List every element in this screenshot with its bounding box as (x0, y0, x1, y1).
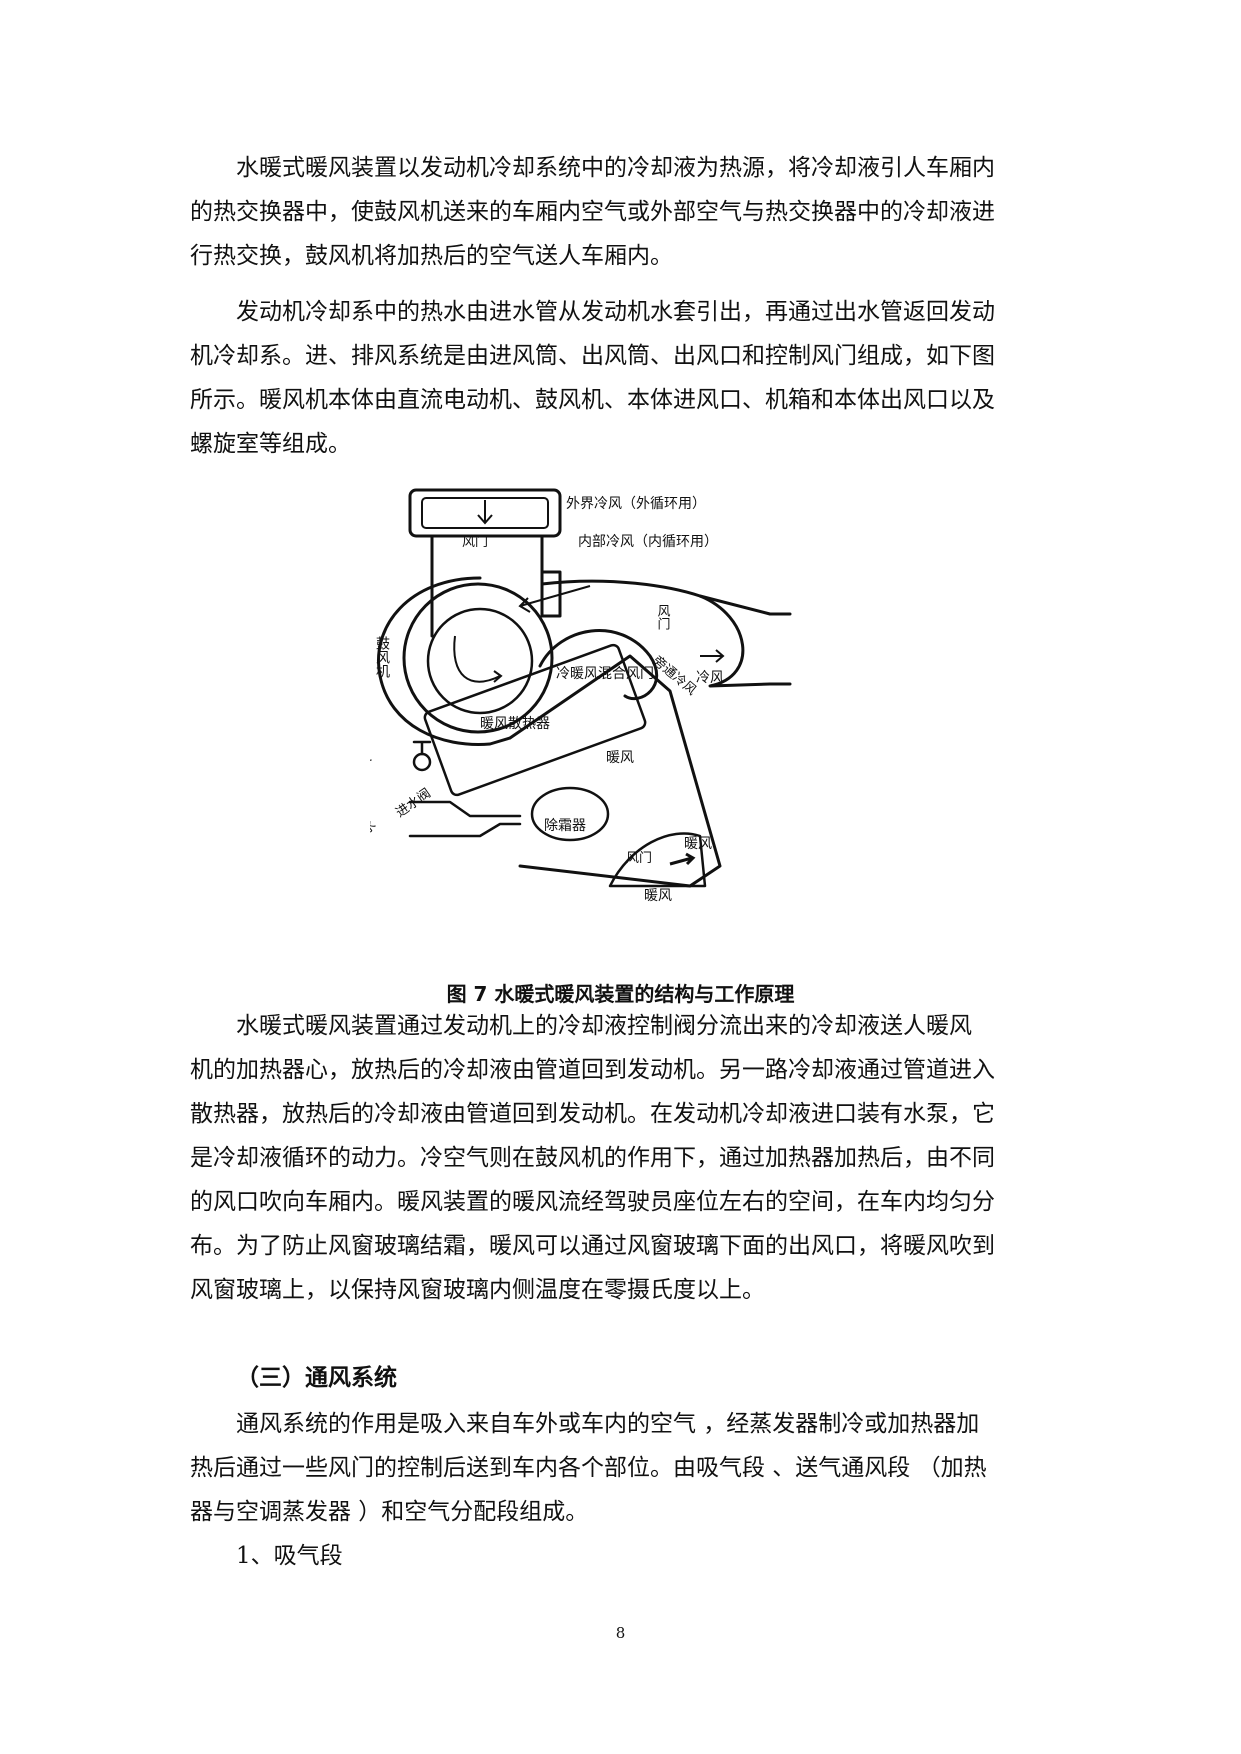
label-inlet-valve: 进水阀 (393, 786, 434, 821)
text-line: 螺旋室等组成。 (190, 431, 351, 457)
heater-frame-outer (508, 654, 722, 888)
arrow-down-icon (477, 500, 493, 525)
text-line: 是冷却液循环的动力。冷空气则在鼓风机的作用下，通过加热器加热后，由不同 (190, 1145, 995, 1171)
valve-stem (412, 740, 432, 756)
text-line: 的热交换器中，使鼓风机送来的车厢内空气或外部空气与热交换器中的冷却液进 (190, 199, 995, 225)
text-line: 水暖式暖风装置以发动机冷却系统中的冷却液为热源，将冷却液引人车厢内 (236, 155, 995, 181)
paragraph-4: 通风系统的作用是吸入来自车外或车内的空气 ，经蒸发器制冷或加热器加 热后通过一些… (190, 1402, 1056, 1534)
heater-diagram: 外界冷风（外循环用） 风门 内部冷风（内循环用） 鼓风机 风门 冷风 冷暖风混合… (370, 488, 792, 904)
text-line: 器与空调蒸发器 ）和空气分配段组成。 (190, 1499, 589, 1525)
label-inner-cold: 内部冷风（内循环用） (578, 534, 718, 550)
arrow-curve-icon (453, 635, 503, 683)
label-warm-air-bottom: 暖风 (644, 888, 672, 904)
label-cold-air: 冷风 (696, 670, 724, 686)
water-pipe (408, 800, 522, 838)
volute-upper (540, 579, 772, 616)
paragraph-1: 水暖式暖风装置以发动机冷却系统中的冷却液为热源，将冷却液引人车厢内 的热交换器中… (190, 146, 1056, 278)
text-line: 散热器，放热后的冷却液由管道回到发动机。在发动机冷却液进口装有水泵，它 (190, 1101, 995, 1127)
label-water-out: 出水 (370, 818, 379, 846)
paragraph-5: 1、吸气段 (190, 1534, 1056, 1578)
intake-box (408, 488, 562, 538)
arrow-warm-icon (669, 852, 696, 866)
label-blower: 鼓风机 (374, 636, 390, 679)
blower-hub (426, 607, 534, 715)
label-water-in: 进水 (370, 752, 375, 780)
inlet-valve (412, 752, 432, 772)
paragraph-3: 水暖式暖风装置通过发动机上的冷却液控制阀分流出来的冷却液送人暖风 机的加热器心，… (190, 1004, 1056, 1312)
label-mix-damper: 冷暖风混合风门 (556, 666, 654, 682)
text-line: 通风系统的作用是吸入来自车外或车内的空气 ，经蒸发器制冷或加热器加 (236, 1411, 980, 1437)
text-line: 机的加热器心，放热后的冷却液由管道回到发动机。另一路冷却液通过管道进入 (190, 1057, 995, 1083)
blower-wheel (402, 582, 554, 734)
defroster (530, 786, 610, 842)
heater-core (423, 643, 647, 797)
volute-lower (698, 594, 772, 688)
intake-box-inner (421, 497, 549, 529)
label-outer-cold: 外界冷风（外循环用） (566, 496, 706, 512)
text-line: 水暖式暖风装置通过发动机上的冷却液控制阀分流出来的冷却液送人暖风 (236, 1013, 972, 1039)
section-heading: （三）通风系统 (236, 1365, 397, 1391)
text-line: 行热交换，鼓风机将加热后的空气送人车厢内。 (190, 243, 673, 269)
paragraph-2: 发动机冷却系中的热水由进水管从发动机水套引出，再通过出水管返回发动 机冷却系。进… (190, 290, 1056, 466)
label-warm-air-mid: 暖风 (606, 750, 634, 766)
label-heater-core: 暖风散热器 (480, 716, 550, 732)
cold-outlet-duct (768, 612, 792, 686)
blower-housing (377, 576, 512, 746)
arrow-right-icon (700, 649, 725, 663)
text-line: 热后通过一些风门的控制后送到车内各个部位。由吸气段 、送气通风段 （加热 (190, 1455, 987, 1481)
label-warm-air-right: 暖风 (684, 836, 712, 852)
label-damper-bottom: 风门 (626, 851, 652, 866)
label-defroster: 除霜器 (544, 818, 586, 834)
text-line: 的风口吹向车厢内。暖风装置的暖风流经驾驶员座位左右的空间，在车内均匀分 (190, 1189, 995, 1215)
figure-caption: 图 7 水暖式暖风装置的结构与工作原理 (446, 982, 795, 1006)
text-line: 布。为了防止风窗玻璃结霜，暖风可以通过风窗玻璃下面的出风口，将暖风吹到 (190, 1233, 995, 1259)
volute-scroll (538, 629, 659, 701)
page-number: 8 (615, 1624, 626, 1642)
text-line: 风窗玻璃上，以保持风窗玻璃内侧温度在零摄氏度以上。 (190, 1277, 765, 1303)
text-line: 1、吸气段 (236, 1543, 343, 1569)
text-line: 发动机冷却系中的热水由进水管从发动机水套引出，再通过出水管返回发动 (236, 299, 995, 325)
text-line: 所示。暖风机本体由直流电动机、鼓风机、本体进风口、机箱和本体出风口以及 (190, 387, 995, 413)
arrow-left-icon (518, 585, 591, 613)
label-damper-right: 风门 (655, 604, 671, 630)
label-damper-top: 风门 (462, 535, 488, 550)
bottom-damper-box (608, 832, 707, 888)
text-line: 机冷却系。进、排风系统是由进风筒、出风筒、出风口和控制风门组成，如下图 (190, 343, 995, 369)
